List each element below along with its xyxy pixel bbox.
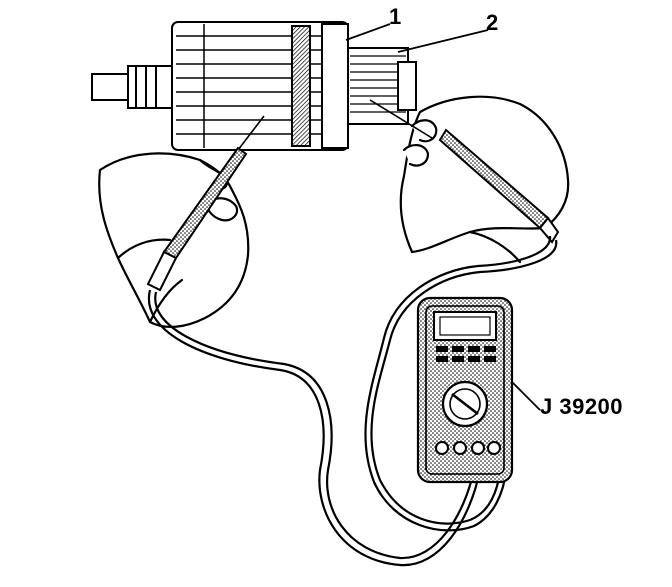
left-probe <box>146 115 265 292</box>
tool-label: J 39200 <box>540 394 624 419</box>
multimeter-jacks <box>435 441 501 455</box>
armature <box>91 21 417 151</box>
multimeter <box>416 296 514 484</box>
callout-1: 1 <box>389 4 402 29</box>
callout-leaders <box>345 23 541 411</box>
armature-shaft-right <box>397 61 417 111</box>
armature-shaft-step <box>127 65 173 109</box>
callout-2: 2 <box>486 10 499 35</box>
right-probe <box>369 99 560 244</box>
armature-shaft-left <box>91 73 133 101</box>
multimeter-buttons <box>436 346 496 362</box>
test-leads <box>147 235 558 567</box>
armature-band <box>291 25 311 147</box>
armature-end-ring <box>321 23 349 149</box>
